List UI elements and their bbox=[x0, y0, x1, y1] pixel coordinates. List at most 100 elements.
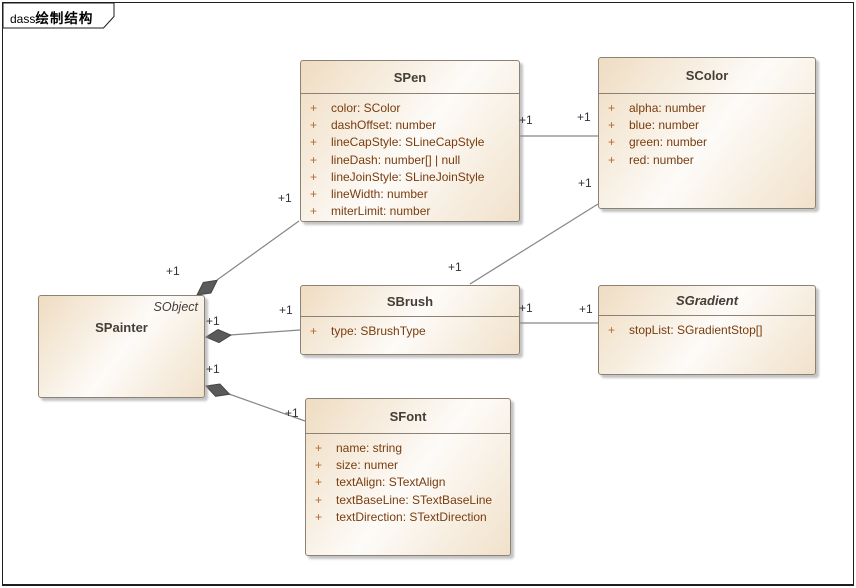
class-header: SGradient bbox=[599, 286, 815, 316]
multiplicity-label: +1 bbox=[285, 406, 299, 420]
attribute-text: alpha: number bbox=[629, 100, 706, 115]
attribute-row[interactable]: + lineJoinStyle: SLineJoinStyle bbox=[301, 168, 519, 185]
multiplicity-label: +1 bbox=[579, 302, 593, 316]
visibility-public: + bbox=[315, 492, 323, 507]
visibility-public: + bbox=[608, 152, 616, 167]
class-header: SFont bbox=[306, 399, 510, 434]
frame-tab-shape bbox=[2, 2, 115, 29]
attribute-row[interactable]: + textAlign: STextAlign bbox=[306, 474, 510, 491]
class-spainter[interactable]: SObject bbox=[38, 295, 205, 398]
attribute-text: lineDash: number[] | null bbox=[331, 152, 461, 167]
visibility-public: + bbox=[310, 135, 318, 150]
visibility-public: + bbox=[310, 117, 318, 132]
class-name-spainter: SPainter bbox=[95, 320, 148, 335]
class-header: SBrush bbox=[301, 286, 519, 317]
attribute-text: color: SColor bbox=[331, 100, 401, 115]
visibility-public: + bbox=[608, 322, 616, 337]
attribute-text: name: string bbox=[336, 440, 403, 455]
attribute-text: textAlign: STextAlign bbox=[336, 475, 446, 490]
visibility-public: + bbox=[315, 440, 323, 455]
visibility-public: + bbox=[608, 100, 616, 115]
frame-title-tab: dass绘制结构 bbox=[2, 2, 115, 28]
attribute-row[interactable]: + lineWidth: number bbox=[301, 185, 519, 202]
attribute-text: size: numer bbox=[336, 457, 399, 472]
connector-painter-pen[interactable] bbox=[216, 220, 300, 281]
attribute-compartment: + alpha: number + blue: number + green: … bbox=[599, 94, 815, 168]
visibility-public: + bbox=[310, 204, 318, 219]
attribute-row[interactable]: + green: number bbox=[599, 134, 815, 151]
attribute-row[interactable]: + red: number bbox=[599, 151, 815, 168]
multiplicity-label: +1 bbox=[279, 303, 293, 317]
visibility-public: + bbox=[608, 135, 616, 150]
composition-diamond-icon bbox=[204, 329, 232, 344]
attribute-text: stopList: SGradientStop[] bbox=[629, 322, 763, 337]
class-header: SPen bbox=[301, 61, 519, 94]
visibility-public: + bbox=[310, 187, 318, 202]
multiplicity-label: +1 bbox=[578, 176, 592, 190]
multiplicity-label: +1 bbox=[206, 314, 220, 328]
class-name: SFont bbox=[389, 408, 427, 424]
frame-title-main: 绘制结构 bbox=[35, 11, 94, 26]
connector-brush-color[interactable] bbox=[469, 203, 599, 285]
frame-title-prefix: dass bbox=[10, 12, 36, 26]
attribute-row[interactable]: + size: numer bbox=[306, 456, 510, 473]
visibility-public: + bbox=[608, 117, 616, 132]
multiplicity-label: +1 bbox=[166, 264, 180, 278]
class-spen[interactable]: SPen + color: SColor + dashOffset: numbe… bbox=[300, 60, 520, 222]
class-name: SBrush bbox=[386, 293, 434, 309]
class-name: SColor bbox=[685, 68, 729, 83]
connector-painter-font[interactable] bbox=[228, 393, 306, 422]
connector-painter-brush[interactable] bbox=[229, 329, 301, 336]
attribute-row[interactable]: + dashOffset: number bbox=[301, 116, 519, 133]
attribute-row[interactable]: + stopList: SGradientStop[] bbox=[599, 321, 815, 338]
multiplicity-label: +1 bbox=[448, 260, 462, 274]
stereotype-label: SObject bbox=[153, 300, 198, 314]
composition-diamond-icon bbox=[204, 383, 231, 397]
multiplicity-label: +1 bbox=[519, 113, 533, 127]
attribute-row[interactable]: + type: SBrushType bbox=[301, 322, 519, 339]
visibility-public: + bbox=[315, 509, 323, 524]
attribute-text: textBaseLine: STextBaseLine bbox=[336, 492, 493, 507]
multiplicity-label: +1 bbox=[577, 110, 591, 124]
attribute-text: miterLimit: number bbox=[331, 204, 431, 219]
attribute-text: blue: number bbox=[629, 117, 700, 132]
attribute-compartment: + color: SColor + dashOffset: number + l… bbox=[301, 94, 519, 220]
attribute-row[interactable]: + name: string bbox=[306, 439, 510, 456]
multiplicity-label: +1 bbox=[519, 301, 533, 315]
frame-title: dass绘制结构 bbox=[10, 7, 93, 28]
attribute-text: green: number bbox=[629, 135, 708, 150]
attribute-text: red: number bbox=[629, 152, 694, 167]
attribute-row[interactable]: + textDirection: STextDirection bbox=[306, 508, 510, 525]
attribute-row[interactable]: + lineDash: number[] | null bbox=[301, 151, 519, 168]
class-sgradient[interactable]: SGradient + stopList: SGradientStop[] bbox=[598, 285, 816, 375]
class-scolor[interactable]: SColor + alpha: number + blue: number + … bbox=[598, 57, 816, 209]
class-sbrush[interactable]: SBrush + type: SBrushType bbox=[300, 285, 520, 355]
attribute-row[interactable]: + textBaseLine: STextBaseLine bbox=[306, 491, 510, 508]
attribute-text: dashOffset: number bbox=[331, 117, 437, 132]
class-name: SGradient bbox=[675, 293, 739, 308]
visibility-public: + bbox=[310, 323, 318, 338]
class-sfont[interactable]: SFont + name: string + size: numer + tex… bbox=[305, 398, 511, 556]
attribute-text: lineWidth: number bbox=[331, 187, 428, 202]
attribute-row[interactable]: + miterLimit: number bbox=[301, 203, 519, 220]
class-header: SColor bbox=[599, 58, 815, 94]
attribute-text: type: SBrushType bbox=[331, 323, 426, 338]
attribute-row[interactable]: + blue: number bbox=[599, 116, 815, 133]
connector-lines[interactable] bbox=[216, 135, 599, 422]
multiplicity-label: +1 bbox=[278, 191, 292, 205]
attribute-compartment: + type: SBrushType bbox=[301, 317, 519, 339]
attribute-text: textDirection: STextDirection bbox=[336, 509, 487, 524]
attribute-compartment: + stopList: SGradientStop[] bbox=[599, 316, 815, 338]
attribute-row[interactable]: + lineCapStyle: SLineCapStyle bbox=[301, 134, 519, 151]
attribute-text: lineJoinStyle: SLineJoinStyle bbox=[331, 169, 485, 184]
attribute-row[interactable]: + alpha: number bbox=[599, 99, 815, 116]
class-name: SPen bbox=[393, 69, 427, 85]
visibility-public: + bbox=[310, 169, 318, 184]
visibility-public: + bbox=[310, 100, 318, 115]
visibility-public: + bbox=[315, 457, 323, 472]
attribute-row[interactable]: + color: SColor bbox=[301, 99, 519, 116]
attribute-compartment: + name: string + size: numer + textAlign… bbox=[306, 434, 510, 525]
multiplicity-label: +1 bbox=[206, 362, 220, 376]
